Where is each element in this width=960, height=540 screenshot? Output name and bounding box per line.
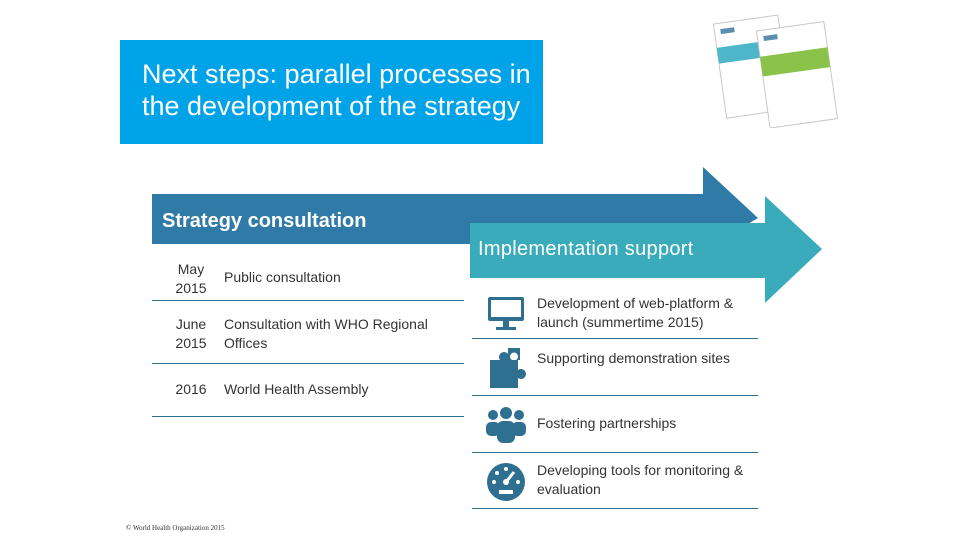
consultation-description: Public consultation — [224, 268, 454, 287]
strategy-consultation-label: Strategy consultation — [162, 210, 366, 233]
implementation-support-label: Implementation support — [478, 238, 694, 261]
slide-title: Next steps: parallel processes in the de… — [142, 58, 542, 122]
implementation-item-text: Fostering partnerships — [537, 414, 757, 433]
implementation-item: Development of web-platform & launch (su… — [472, 283, 758, 339]
consultation-date: June 2015 — [166, 315, 216, 353]
consultation-date: 2016 — [166, 380, 216, 399]
consultation-date: May 2015 — [166, 260, 216, 298]
copyright-footer: © World Health Organization 2015 — [126, 524, 225, 532]
implementation-item-text: Development of web-platform & launch (su… — [537, 294, 757, 332]
consultation-description: Consultation with WHO Regional Offices — [224, 315, 454, 353]
consultation-row: June 2015 Consultation with WHO Regional… — [152, 300, 464, 364]
gauge-icon — [484, 460, 528, 504]
document-thumbnail-front — [756, 22, 837, 128]
implementation-item: Developing tools for monitoring & evalua… — [472, 452, 758, 509]
implementation-item-text: Developing tools for monitoring & evalua… — [537, 461, 757, 499]
implementation-item: Supporting demonstration sites — [472, 338, 758, 396]
consultation-row: 2016 World Health Assembly — [152, 363, 464, 417]
implementation-item: Fostering partnerships — [472, 395, 758, 453]
title-box: Next steps: parallel processes in the de… — [120, 40, 543, 144]
implementation-item-text: Supporting demonstration sites — [537, 349, 757, 368]
puzzle-icon — [484, 346, 528, 390]
document-thumbnails — [700, 8, 850, 128]
monitor-icon — [484, 291, 528, 335]
consultation-description: World Health Assembly — [224, 380, 454, 399]
people-icon — [484, 403, 528, 447]
consultation-row: May 2015 Public consultation — [152, 252, 464, 301]
